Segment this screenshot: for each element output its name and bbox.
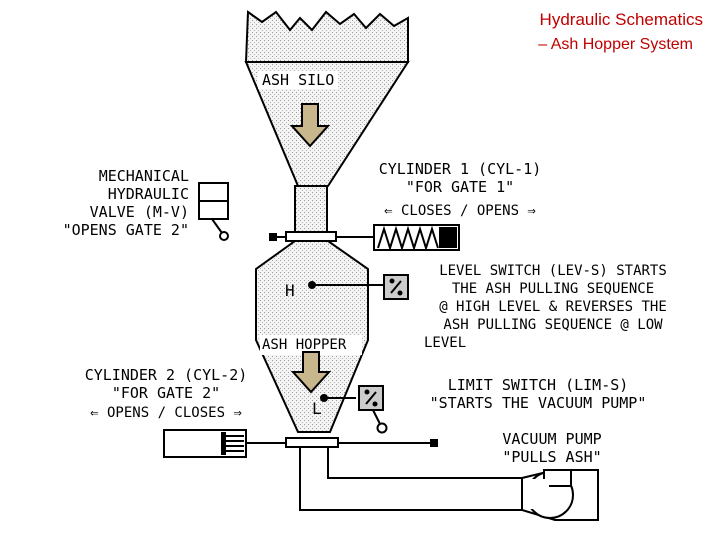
cylinder-2-label-group: CYLINDER 2 (CYL-2) "FOR GATE 2" ⇐ OPENS … bbox=[56, 366, 276, 422]
valve-label-line-1: MECHANICAL bbox=[98, 167, 189, 185]
cylinder-1-label-group: CYLINDER 1 (CYL-1) "FOR GATE 1" ⇐ CLOSES… bbox=[330, 160, 590, 220]
cylinder-2-spring-icon bbox=[226, 435, 244, 452]
page-subtitle: – Ash Hopper System bbox=[538, 36, 693, 53]
level-switch-icon bbox=[383, 274, 409, 300]
level-probe-high bbox=[308, 281, 386, 289]
ash-silo-neck bbox=[294, 185, 328, 233]
valve-label-line-4: "OPENS GATE 2" bbox=[62, 221, 189, 239]
cylinder-1-spring-icon bbox=[377, 225, 439, 252]
limit-switch-label-line-1: LIMIT SWITCH (LIM-S) bbox=[447, 376, 629, 394]
level-probe-low bbox=[320, 394, 356, 402]
cylinder-2-direction: ⇐ OPENS / CLOSES ⇒ bbox=[90, 405, 242, 421]
level-low-label: L bbox=[312, 399, 322, 418]
page-title: Hydraulic Schematics bbox=[539, 10, 703, 29]
cylinder-1-label-line-1: CYLINDER 1 (CYL-1) bbox=[378, 160, 542, 178]
level-switch-label-group: LEVEL SWITCH (LEV-S) STARTS THE ASH PULL… bbox=[414, 262, 692, 352]
level-switch-label-line-3: @ HIGH LEVEL & REVERSES THE bbox=[439, 299, 667, 315]
ash-silo-label: ASH SILO bbox=[258, 71, 339, 89]
level-high-label: H bbox=[285, 281, 295, 300]
ash-hopper bbox=[255, 240, 369, 433]
cylinder-1 bbox=[373, 224, 460, 252]
valve-label-line-2: HYDRAULIC bbox=[107, 185, 189, 203]
cylinder-2 bbox=[163, 429, 288, 458]
vacuum-pump-icon bbox=[521, 469, 599, 521]
silo-flow-arrow bbox=[289, 103, 331, 148]
level-switch-label-line-2: THE ASH PULLING SEQUENCE bbox=[451, 281, 655, 297]
gate-2 bbox=[285, 437, 438, 448]
limit-switch-label-line-2: "STARTS THE VACUUM PUMP" bbox=[429, 394, 647, 412]
level-switch-label-line-5: LEVEL bbox=[424, 335, 467, 351]
vacuum-pump-label-group: VACUUM PUMP "PULLS ASH" bbox=[462, 430, 642, 466]
ash-hopper-label-box bbox=[260, 335, 362, 355]
valve-icon bbox=[198, 182, 229, 241]
cylinder-1-label-line-2: "FOR GATE 1" bbox=[405, 178, 515, 196]
valve-label-group: MECHANICAL HYDRAULIC VALVE (M-V) "OPENS … bbox=[63, 167, 189, 239]
hopper-flow-arrow bbox=[290, 351, 332, 394]
level-switch-label-line-4: ASH PULLING SEQUENCE @ LOW bbox=[443, 317, 663, 333]
cylinder-2-label-line-1: CYLINDER 2 (CYL-2) bbox=[84, 366, 248, 384]
limit-switch-icon bbox=[358, 385, 388, 434]
cylinder-1-piston bbox=[439, 227, 457, 248]
vacuum-pump-label-line-2: "PULLS ASH" bbox=[502, 448, 602, 466]
ash-hopper-label: ASH HOPPER bbox=[262, 337, 347, 353]
level-switch-label-line-1: LEVEL SWITCH (LEV-S) STARTS bbox=[439, 263, 667, 279]
cylinder-2-label-line-2: "FOR GATE 2" bbox=[111, 384, 221, 402]
valve-label-line-3: VALVE (M-V) bbox=[89, 203, 189, 221]
limit-switch-label-group: LIMIT SWITCH (LIM-S) "STARTS THE VACUUM … bbox=[398, 376, 678, 412]
gate-1 bbox=[269, 231, 376, 242]
cylinder-2-piston bbox=[221, 432, 226, 455]
ash-silo-body bbox=[244, 10, 409, 63]
ash-silo bbox=[244, 10, 410, 233]
cylinder-1-direction: ⇐ CLOSES / OPENS ⇒ bbox=[384, 203, 536, 219]
vacuum-pump-label-line-1: VACUUM PUMP bbox=[502, 430, 602, 448]
